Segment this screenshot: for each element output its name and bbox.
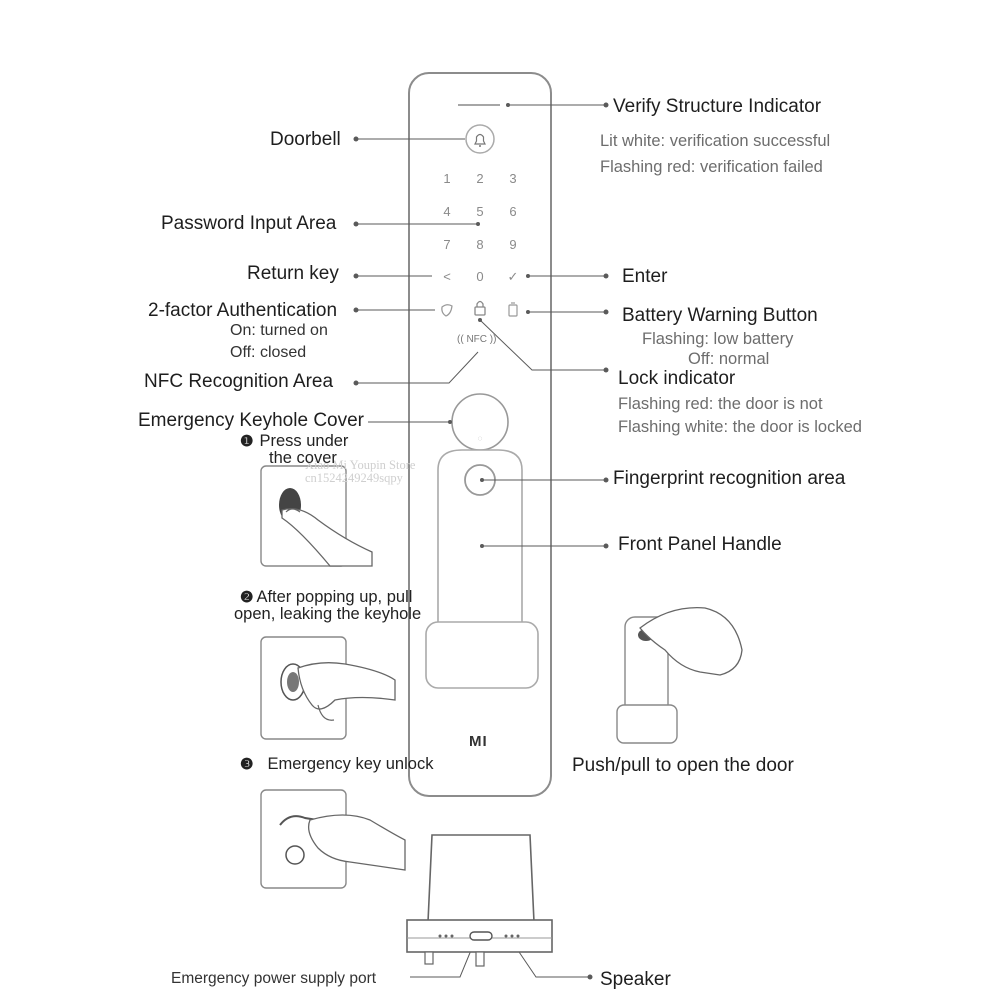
push-pull-illustration [616, 607, 743, 744]
step-2-line1: After popping up, pull [256, 588, 413, 606]
text-verify-lit: Lit white: verification successful [600, 132, 831, 150]
leader-dots [353, 102, 609, 980]
text-verify-flash: Flashing red: verification failed [600, 158, 823, 176]
label-nfc-area: NFC Recognition Area [144, 371, 334, 392]
label-enter: Enter [622, 266, 668, 287]
doorbell-icon [465, 124, 495, 154]
battery-icon [508, 302, 518, 317]
keypad-key-enter: ✓ [507, 269, 519, 284]
watermark-line-2: cn1524249249sqpy [305, 471, 403, 486]
step-1-number: ❶ [240, 433, 254, 450]
text-lock-red: Flashing red: the door is not [618, 395, 823, 413]
label-handle: Front Panel Handle [618, 534, 782, 555]
step-1: ❶ Press under the cover [240, 432, 349, 468]
keypad-key-return: < [443, 269, 451, 284]
label-push-pull: Push/pull to open the door [572, 755, 794, 776]
label-speaker: Speaker [600, 969, 671, 990]
keypad-key-6: 6 [509, 204, 517, 219]
two-factor-icon [441, 304, 453, 317]
label-return-key: Return key [247, 263, 339, 284]
step-3-line1: Emergency key unlock [267, 755, 434, 773]
step2-illustration [260, 636, 396, 740]
label-lock-indicator: Lock indicator [618, 368, 736, 389]
text-two-factor-on: On: turned on [230, 322, 328, 339]
keypad-key-3: 3 [509, 171, 517, 186]
keypad-key-4: 4 [443, 204, 451, 219]
step1-illustration [260, 465, 373, 567]
keypad-key-2: 2 [476, 171, 484, 186]
front-panel-handle [437, 449, 523, 641]
step3-illustration [260, 789, 406, 889]
bottom-module [406, 834, 553, 967]
step-3-number: ❸ [240, 756, 254, 773]
keypad-key-5: 5 [476, 204, 484, 219]
label-two-factor: 2-factor Authentication [148, 300, 338, 321]
svg-text:◌: ◌ [478, 434, 483, 443]
handle-base [425, 621, 539, 689]
lock-icon [474, 300, 486, 316]
step-1-line2: the cover [269, 449, 337, 468]
keypad-key-1: 1 [443, 171, 451, 186]
nfc-label: (( NFC )) [457, 334, 497, 345]
step-2-line2: open, leaking the keyhole [234, 605, 422, 624]
leader-lines [356, 104, 606, 978]
mi-logo: MI [469, 733, 488, 750]
keypad-key-7: 7 [443, 237, 451, 252]
label-doorbell: Doorbell [270, 129, 341, 150]
text-battery-flash: Flashing: low battery [642, 330, 794, 348]
text-two-factor-off: Off: closed [230, 344, 307, 361]
label-verify-indicator: Verify Structure Indicator [613, 96, 822, 117]
watermark-line-1: Xiao Mi Youpin Store [305, 458, 416, 472]
label-keyhole-cover: Emergency Keyhole Cover [138, 410, 364, 431]
step-3: ❸ Emergency key unlock [240, 755, 434, 773]
text-battery-off: Off: normal [688, 350, 770, 368]
keypad-key-9: 9 [509, 237, 517, 252]
label-password-area: Password Input Area [161, 213, 337, 234]
watermark: Xiao Mi Youpin Store cn1524249249sqpy [305, 458, 416, 486]
label-battery: Battery Warning Button [622, 305, 818, 326]
step-1-line1: Press under [259, 432, 349, 450]
text-lock-white: Flashing white: the door is locked [618, 418, 862, 436]
keypad-key-8: 8 [476, 237, 484, 252]
label-power-port: Emergency power supply port [171, 970, 377, 987]
step-2-number: ❷ [240, 589, 254, 606]
keypad-key-0: 0 [476, 269, 484, 284]
label-fingerprint: Fingerprint recognition area [613, 468, 846, 489]
